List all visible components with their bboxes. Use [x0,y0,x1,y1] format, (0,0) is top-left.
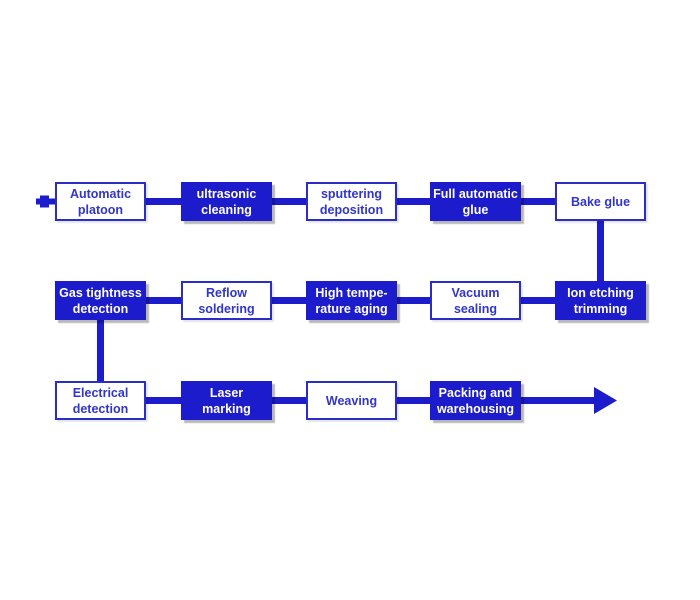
exit-arrow-head-icon [594,387,617,414]
node-label-line: Gas tightness [59,285,142,300]
flow-node-full-automatic-glue: Full automatic glue [430,182,521,221]
node-label-line: warehousing [436,401,515,416]
node-label-line: Bake glue [570,194,631,209]
node-label-line: Full automatic [433,186,518,201]
node-label-line: detection [72,301,129,316]
flow-node-bake-glue: Bake glue [555,182,646,221]
node-label-line: marking [202,401,251,416]
flow-node-electrical-detection: Electrical detection [55,381,146,420]
node-label-line: sealing [453,301,498,316]
flow-node-laser-marking: Laser marking [181,381,272,420]
node-label-line: Reflow [206,285,247,300]
flow-node-gas-tightness-detection: Gas tightness detection [55,281,146,320]
flow-node-vacuum-sealing: Vacuum sealing [430,281,521,320]
flow-node-reflow-soldering: Reflow soldering [181,281,272,320]
node-label-line: deposition [319,202,384,217]
flow-node-packing-and-warehousing: Packing and warehousing [430,381,521,420]
start-stub-block [40,195,49,208]
node-label-line: Vacuum [451,285,500,300]
flow-node-ultrasonic-cleaning: ultrasonic cleaning [181,182,272,221]
flow-node-automatic-platoon: Automatic platoon [55,182,146,221]
node-label-line: ultrasonic [196,186,257,201]
node-label-line: Weaving [325,393,378,408]
node-label-line: sputtering [320,186,383,201]
node-label-line: soldering [198,301,255,316]
node-label-line: Electrical [72,385,129,400]
node-label-line: Ion etching [567,285,634,300]
flow-node-weaving: Weaving [306,381,397,420]
flow-node-ion-etching-trimming: Ion etching trimming [555,281,646,320]
node-label-line: High tempe- [315,285,388,300]
node-label-line: rature aging [315,301,388,316]
node-label-line: trimming [573,301,628,316]
node-label-line: detection [72,401,129,416]
node-label-line: platoon [77,202,124,217]
node-label-line: Packing and [438,385,513,400]
node-label-line: cleaning [201,202,252,217]
flow-node-high-temperature-aging: High tempe- rature aging [306,281,397,320]
flow-node-sputtering-deposition: sputtering deposition [306,182,397,221]
node-label-line: Laser [209,385,244,400]
node-label-line: Automatic [69,186,132,201]
node-label-line: glue [462,202,489,217]
